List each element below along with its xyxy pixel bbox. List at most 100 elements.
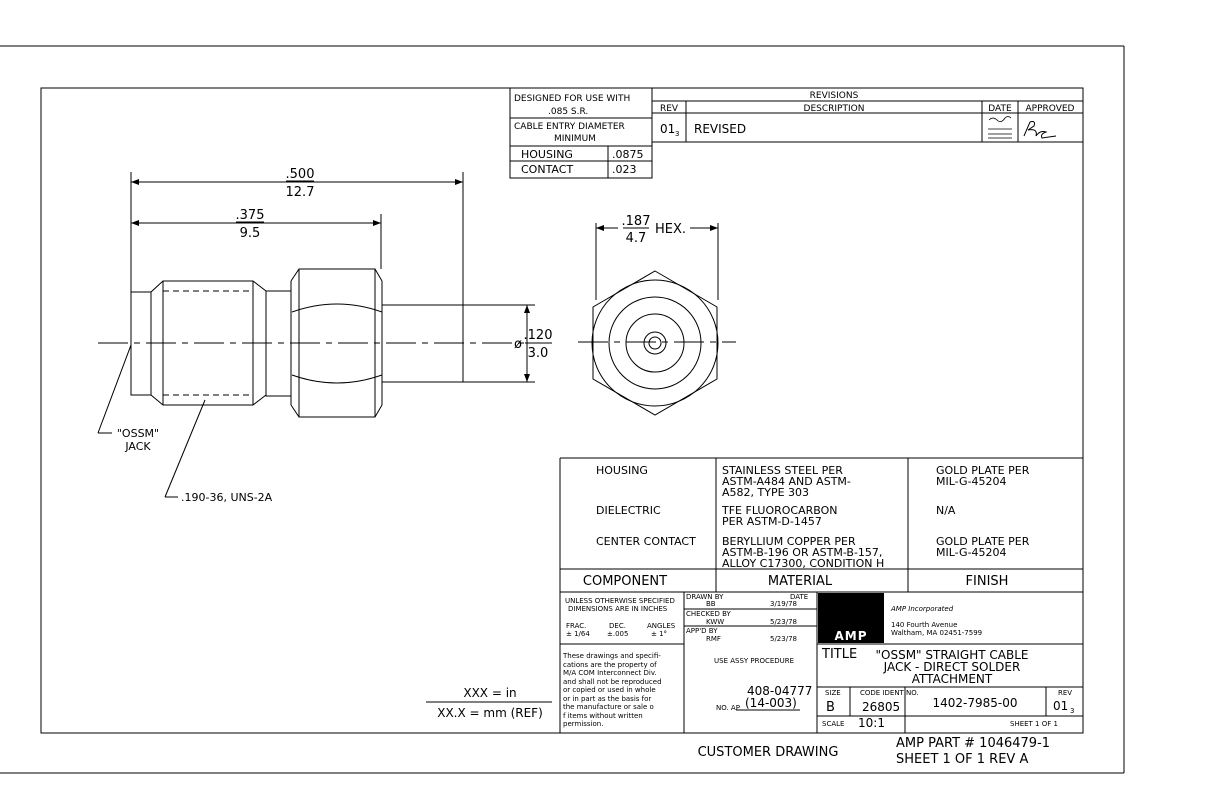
design-contact-label: CONTACT [521,163,573,176]
thread-callout: .190-36, UNS-2A [181,491,273,504]
design-box-line3: CABLE ENTRY DIAMETER [514,122,625,132]
title-line1: "OSSM" STRAIGHT CABLE [876,648,1029,662]
notice-line9: permission. [563,720,603,728]
revisions-block: REVISIONS REV DESCRIPTION DATE APPROVED … [652,87,1083,143]
end-view [578,223,736,416]
dielectric-material-2: PER ASTM-D-1457 [722,515,822,528]
drawn-date: 3/19/78 [770,600,797,608]
angles-value: ± 1° [651,630,667,638]
company-name: AMP Incorporated [890,605,954,613]
diameter-mm: 3.0 [528,346,549,361]
tolerance-line2: DIMENSIONS ARE IN INCHES [568,605,668,613]
diameter-symbol: ø [514,337,522,352]
notice-line1: These drawings and specifi- [562,652,661,660]
use-assy-label: USE ASSY PROCEDURE [714,657,794,665]
notice-line4: and shall not be reproduced [563,678,662,686]
materials-table: HOUSING STAINLESS STEEL PER ASTM-A484 AN… [559,457,1083,733]
no-ap-label: NO. AP [716,704,740,712]
rev-subscript: 3 [675,130,679,138]
center-contact-finish-2: MIL-G-45204 [936,546,1007,559]
ossm-jack-callout-line1: "OSSM" [117,427,159,440]
design-box-line4: MINIMUM [554,134,596,144]
units-note-line1: XXX = in [463,686,516,700]
drawn-by-label: DRAWN BY [686,593,724,601]
frac-label: FRAC. [566,622,586,630]
rev-header: REV [660,104,679,114]
dec-value: ±.005 [607,630,628,638]
side-dimension-labels: .500 12.7 .375 9.5 ø .120 3.0 [236,167,553,361]
housing-component: HOUSING [596,464,648,477]
date-header: DATE [988,104,1012,114]
company-address1: 140 Fourth Avenue [891,621,957,629]
design-box-line1: DESIGNED FOR USE WITH [514,94,630,104]
checked-by-label: CHECKED BY [686,610,732,618]
scale-label: SCALE [822,720,844,728]
sheet-count: SHEET 1 OF 1 [1010,720,1058,728]
housing-material-3: A582, TYPE 303 [722,486,809,499]
revisions-title: REVISIONS [810,91,859,101]
callout-labels: "OSSM" JACK .190-36, UNS-2A [117,427,273,504]
assy-number: 408-04777 [747,684,812,698]
units-note-line2: XX.X = mm (REF) [437,706,543,720]
amp-part-number: AMP PART # 1046479-1 [896,736,1050,751]
date-label: DATE [790,593,808,601]
rev-description: REVISED [694,122,746,136]
housing-material-1: STAINLESS STEEL PER [722,464,843,477]
tolerance-line1: UNLESS OTHERWISE SPECIFIED [565,597,675,605]
amp-logo-block [818,593,884,643]
rev-label: REV [1058,689,1072,697]
design-box-line2: .085 S.R. [548,107,588,117]
center-contact-component: CENTER CONTACT [596,535,696,548]
dielectric-finish-1: N/A [936,504,956,517]
body-length-mm: 9.5 [240,226,261,241]
no-ap-value: (14-003) [745,696,797,710]
hex-dimension-arrows [596,225,718,231]
diameter-in: .120 [524,328,553,343]
angles-label: ANGLES [647,622,676,630]
title-label: TITLE [821,647,857,662]
customer-drawing-label: CUSTOMER DRAWING [698,745,839,760]
design-housing-value: .0875 [612,148,644,161]
design-box: DESIGNED FOR USE WITH .085 S.R. CABLE EN… [509,87,653,179]
rev-number: 01 [1053,699,1068,713]
drawn-by: BB [706,600,716,608]
design-contact-value: .023 [612,163,637,176]
center-contact-material-1: BERYLLIUM COPPER PER [722,535,856,548]
center-contact-material-2: ASTM-B-196 OR ASTM-B-157, [722,546,882,559]
hex-label: HEX. [655,222,686,237]
approved-by-label: APP'D BY [686,627,718,635]
drawing-number: 1402-7985-00 [932,696,1017,710]
cage-value: 26805 [862,700,900,714]
approval-signature [1023,121,1057,139]
size-value: B [826,700,835,715]
notice-line7: the manufacture or sale o [563,703,654,711]
footer-sheet-rev: SHEET 1 OF 1 REV A [896,752,1028,767]
size-label: SIZE [825,689,841,697]
center-contact-material-3: ALLOY C17300, CONDITION H [722,557,884,570]
notice-line2: cations are the property of [563,661,657,669]
title-line2: JACK - DIRECT SOLDER [883,660,1021,674]
dielectric-component: DIELECTRIC [596,504,661,517]
checked-by: KWW [706,618,724,626]
company-address2: Waltham, MA 02451-7599 [891,629,982,637]
dimension-arrows [131,179,530,382]
hex-in: .187 [622,214,651,229]
housing-finish-1: GOLD PLATE PER [936,464,1030,477]
housing-material-2: ASTM-A484 AND ASTM- [722,475,851,488]
date-scribble [988,116,1012,139]
notice-line3: M/A COM Interconnect Div. [563,669,657,677]
checked-date: 5/23/78 [770,618,797,626]
overall-length-mm: 12.7 [286,185,315,200]
component-header: COMPONENT [583,574,667,589]
scale-value: 10:1 [858,716,885,730]
housing-finish-2: MIL-G-45204 [936,475,1007,488]
hex-dimension-labels: .187 4.7 HEX. [622,214,687,246]
notice-line5: or copied or used in whole [563,686,656,694]
approved-header: APPROVED [1026,104,1075,114]
dec-label: DEC. [609,622,626,630]
notice-line8: f items without written [563,712,643,720]
units-note: XXX = in XX.X = mm (REF) [426,686,552,720]
approved-date: 5/23/78 [770,635,797,643]
material-header: MATERIAL [768,574,833,589]
